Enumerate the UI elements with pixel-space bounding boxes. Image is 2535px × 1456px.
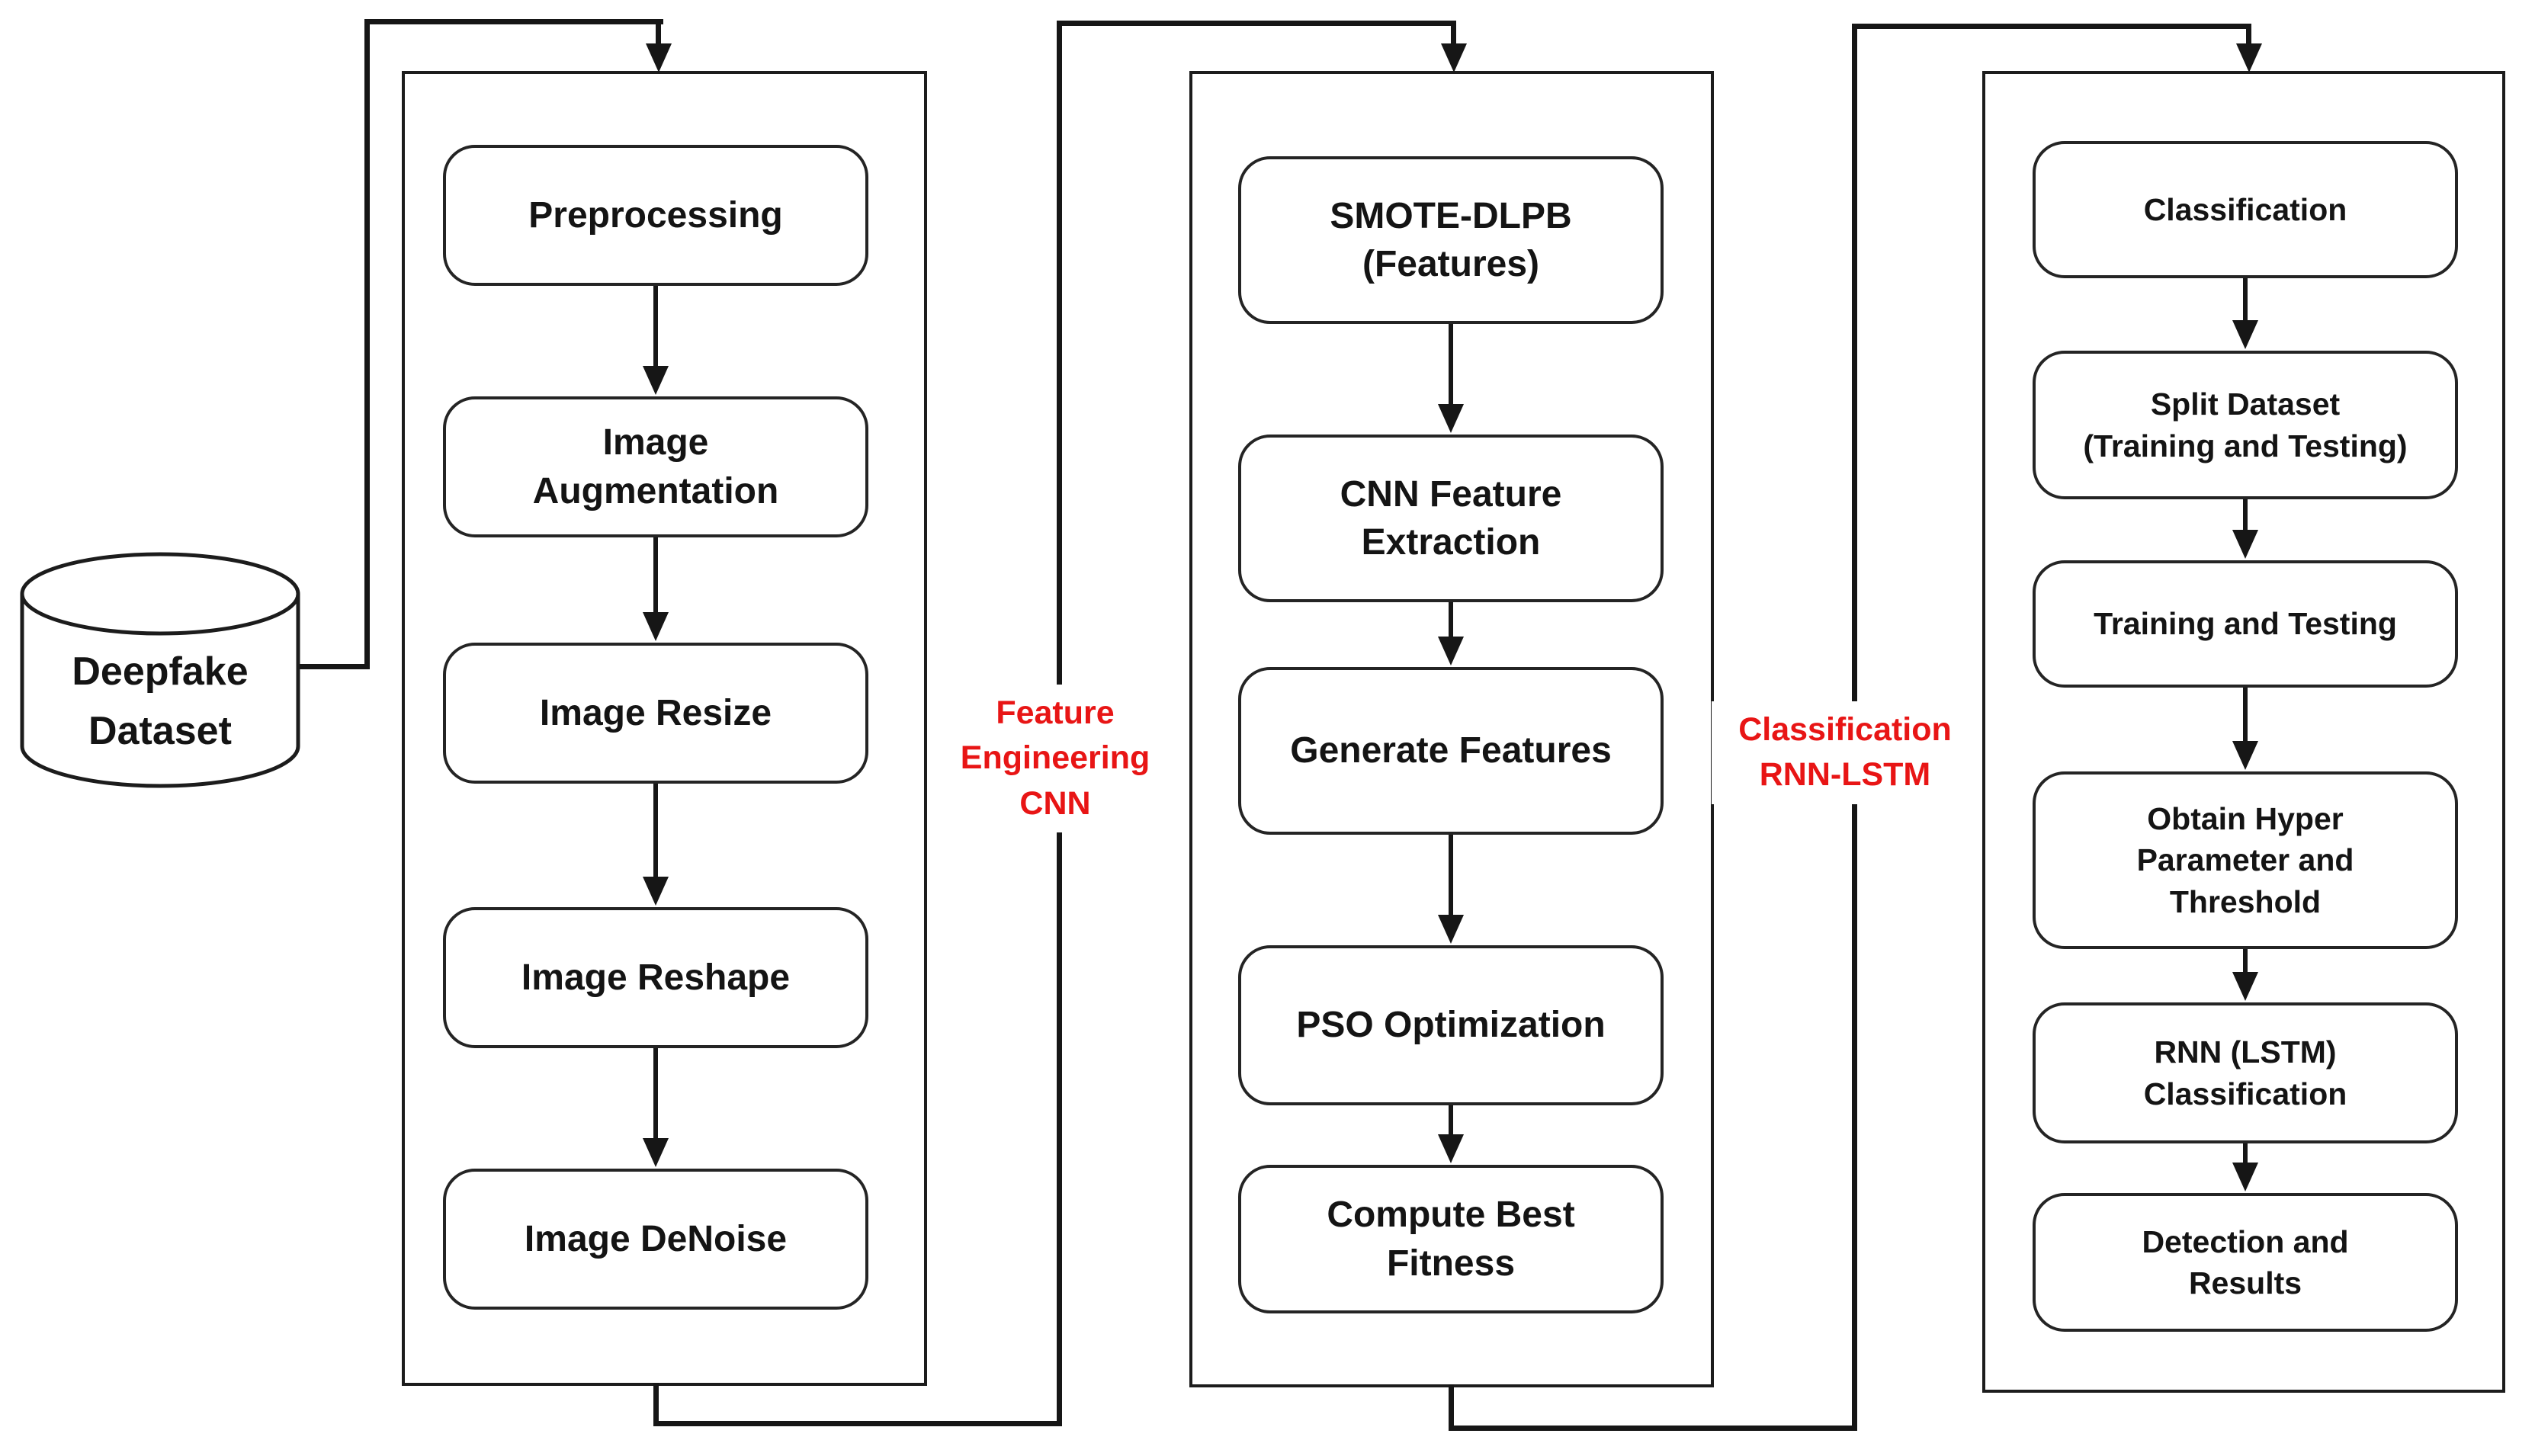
arrow-head-icon <box>2236 43 2262 72</box>
arrow-head-icon <box>2232 320 2258 349</box>
box-label: SMOTE-DLPB(Features) <box>1330 195 1572 284</box>
arrow-head-icon <box>643 366 669 395</box>
box-label: Image Reshape <box>521 957 791 998</box>
box-image-reshape: Image Reshape <box>443 907 868 1048</box>
box-preprocessing: Preprocessing <box>443 145 868 286</box>
box-classification: Classification <box>2033 141 2458 278</box>
arrow-head-icon <box>643 877 669 906</box>
flow-arrow-line <box>653 537 658 614</box>
arrow-head-icon <box>643 612 669 641</box>
box-label: Classification <box>2143 191 2347 227</box>
flow-arrow-line <box>2243 949 2248 973</box>
box-image-resize: Image Resize <box>443 643 868 784</box>
flow-arrow-line <box>1449 324 1453 406</box>
connector-stage1-out-line <box>653 1383 659 1426</box>
arrow-head-icon <box>1438 404 1464 433</box>
flow-arrow-line <box>2243 278 2248 322</box>
box-label: PSO Optimization <box>1296 1005 1606 1046</box>
flow-arrow-line <box>653 286 658 367</box>
box-label: Image DeNoise <box>524 1218 788 1259</box>
connector-stage2-bottom-line <box>1449 1426 1857 1431</box>
box-label: Image Resize <box>539 692 772 733</box>
box-image-denoise: Image DeNoise <box>443 1169 868 1310</box>
box-smote-dlpb: SMOTE-DLPB(Features) <box>1238 156 1664 324</box>
connector-stage1-drop-line <box>1451 21 1456 50</box>
connector-stage1-top-line <box>1057 21 1456 26</box>
box-label: RNN (LSTM)Classification <box>2143 1034 2347 1111</box>
arrow-head-icon <box>1438 915 1464 944</box>
arrow-head-icon <box>1441 43 1467 72</box>
box-label: Split Dataset(Training and Testing) <box>2083 386 2408 463</box>
flow-arrow-line <box>1449 1105 1453 1136</box>
arrow-head-icon <box>2232 530 2258 559</box>
box-rnn-lstm-classification: RNN (LSTM)Classification <box>2033 1002 2458 1143</box>
box-label: Training and Testing <box>2094 606 2397 642</box>
connector-dataset-top-line <box>364 19 663 24</box>
arrow-head-icon <box>2232 1163 2258 1191</box>
arrow-head-icon <box>1438 637 1464 665</box>
flow-arrow-line <box>2243 499 2248 531</box>
box-split-dataset: Split Dataset(Training and Testing) <box>2033 351 2458 499</box>
connector-dataset-out-line <box>300 664 370 669</box>
database-icon <box>20 552 300 788</box>
flow-arrow-line <box>653 1048 658 1140</box>
box-label: Generate Features <box>1290 730 1612 771</box>
arrow-head-icon <box>1438 1134 1464 1163</box>
arrow-head-icon <box>2232 741 2258 770</box>
box-label: Preprocessing <box>528 194 783 236</box>
flow-arrow-line <box>2243 688 2248 742</box>
connector-stage2-drop-line <box>2246 24 2251 50</box>
connector-stage1-bottom-line <box>653 1421 1062 1426</box>
flow-arrow-line <box>1449 602 1453 638</box>
arrow-head-icon <box>2232 972 2258 1001</box>
box-generate-features: Generate Features <box>1238 667 1664 835</box>
arrow-head-icon <box>646 43 672 72</box>
flow-arrow-line <box>653 784 658 878</box>
connector-dataset-up-line <box>364 19 370 669</box>
arrow-head-icon <box>643 1138 669 1167</box>
flow-arrow-line <box>1449 835 1453 916</box>
connector-stage2-out-line <box>1449 1384 1454 1431</box>
connector-stage2-top-line <box>1852 24 2251 29</box>
flow-arrow-line <box>2243 1143 2248 1164</box>
connector-dataset-drop-line <box>656 19 661 50</box>
box-training-and-testing: Training and Testing <box>2033 560 2458 688</box>
box-pso-optimization: PSO Optimization <box>1238 945 1664 1105</box>
